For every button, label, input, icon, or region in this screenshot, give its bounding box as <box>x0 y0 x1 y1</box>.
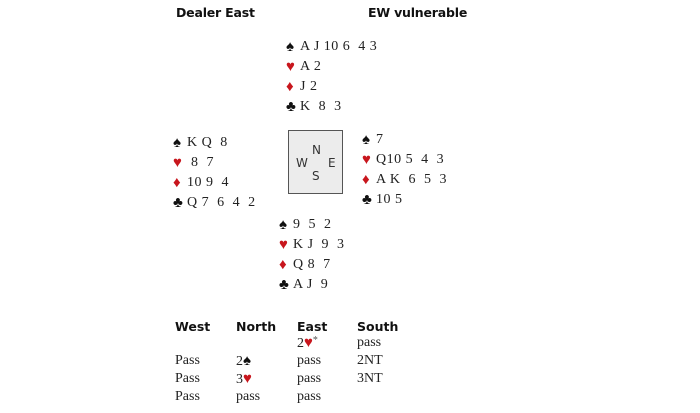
south-diamonds-cards: Q 8 7 <box>293 257 331 272</box>
south-spades: ♠ 9 5 2 <box>279 215 345 235</box>
west-hand: ♠ K Q 8 ♥ 8 7 ♦ 10 9 4 ♣ Q 7 6 4 2 <box>173 133 256 213</box>
bid-west-3: Pass <box>175 371 200 386</box>
north-diamonds: ♦ J 2 <box>286 77 377 97</box>
compass-box: N W E S <box>288 130 343 194</box>
diamond-icon: ♦ <box>286 79 294 95</box>
spade-icon: ♠ <box>286 39 294 55</box>
south-hearts-cards: K J 9 3 <box>293 237 345 252</box>
west-hearts-cards: 8 7 <box>187 155 214 170</box>
auction-header-west: West <box>175 319 211 334</box>
east-spades: ♠7 <box>362 130 447 150</box>
heart-icon: ♥ <box>286 59 295 75</box>
west-spades-cards: K Q 8 <box>187 135 228 150</box>
bid-east-3: pass <box>297 371 322 386</box>
south-clubs-cards: A J 9 <box>293 277 329 292</box>
spade-icon: ♠ <box>362 132 370 148</box>
heart-icon: ♥ <box>304 335 313 351</box>
club-icon: ♣ <box>362 192 372 208</box>
north-clubs-cards: K 8 3 <box>300 99 342 114</box>
east-diamonds: ♦ A K 6 5 3 <box>362 170 447 190</box>
spade-icon: ♠ <box>279 217 287 233</box>
bid-east-1-level: 2 <box>297 336 304 351</box>
bid-north-3: 3♥ <box>236 371 252 388</box>
south-diamonds: ♦ Q 8 7 <box>279 255 345 275</box>
bid-east-4: pass <box>297 389 322 404</box>
diamond-icon: ♦ <box>173 175 181 191</box>
west-clubs: ♣ Q 7 6 4 2 <box>173 193 256 213</box>
north-hearts-cards: A 2 <box>300 59 322 74</box>
east-clubs: ♣ 10 5 <box>362 190 447 210</box>
bid-south-1: pass <box>357 335 382 350</box>
club-icon: ♣ <box>286 99 296 115</box>
bid-west-2: Pass <box>175 353 200 368</box>
east-hand: ♠7 ♥Q10 5 4 3 ♦A K 6 5 3 ♣10 5 <box>362 130 447 210</box>
bid-east-1: 2♥* <box>297 335 318 352</box>
south-clubs: ♣ A J 9 <box>279 275 345 295</box>
bid-north-2-level: 2 <box>236 354 243 369</box>
dealer-label: Dealer East <box>176 5 255 20</box>
compass-west: W <box>296 156 308 170</box>
bid-north-2: 2♠ <box>236 353 251 370</box>
north-diamonds-cards: J 2 <box>300 79 318 94</box>
auction-header-east: East <box>297 319 328 334</box>
east-spades-cards: 7 <box>376 132 384 147</box>
compass-north: N <box>312 143 321 157</box>
auction-header-south: South <box>357 319 399 334</box>
spade-icon: ♠ <box>173 135 181 151</box>
compass-east: E <box>328 156 336 170</box>
east-hearts: ♥ Q10 5 4 3 <box>362 150 447 170</box>
north-clubs: ♣ K 8 3 <box>286 97 377 117</box>
spade-icon: ♠ <box>243 353 251 369</box>
heart-icon: ♥ <box>173 155 182 171</box>
club-icon: ♣ <box>173 195 183 211</box>
north-spades-cards: A J 10 6 4 3 <box>300 39 378 54</box>
heart-icon: ♥ <box>243 371 252 387</box>
heart-icon: ♥ <box>279 237 288 253</box>
compass-south: S <box>312 169 320 183</box>
north-spades: ♠ A J 10 6 4 3 <box>286 37 377 57</box>
bid-south-2: 2NT <box>357 353 383 368</box>
diamond-icon: ♦ <box>362 172 370 188</box>
west-diamonds-cards: 10 9 4 <box>187 175 229 190</box>
bid-north-3-level: 3 <box>236 372 243 387</box>
south-spades-cards: 9 5 2 <box>293 217 332 232</box>
west-diamonds: ♦ 10 9 4 <box>173 173 256 193</box>
north-hearts: ♥ A 2 <box>286 57 377 77</box>
bid-west-4: Pass <box>175 389 200 404</box>
bid-north-4: pass <box>236 389 261 404</box>
diamond-icon: ♦ <box>279 257 287 273</box>
auction-header-north: North <box>236 319 277 334</box>
club-icon: ♣ <box>279 277 289 293</box>
west-clubs-cards: Q 7 6 4 2 <box>187 195 256 210</box>
bid-east-2: pass <box>297 353 322 368</box>
east-hearts-cards: Q10 5 4 3 <box>376 152 445 167</box>
west-spades: ♠ K Q 8 <box>173 133 256 153</box>
east-clubs-cards: 10 5 <box>376 192 403 207</box>
south-hearts: ♥ K J 9 3 <box>279 235 345 255</box>
east-diamonds-cards: A K 6 5 3 <box>376 172 447 187</box>
vulnerability-label: EW vulnerable <box>368 5 468 20</box>
alert-mark: * <box>312 335 318 346</box>
north-hand: ♠ A J 10 6 4 3 ♥ A 2 ♦ J 2 ♣ K 8 3 <box>286 37 377 117</box>
west-hearts: ♥ 8 7 <box>173 153 256 173</box>
south-hand: ♠ 9 5 2 ♥ K J 9 3 ♦ Q 8 7 ♣ A J 9 <box>279 215 345 295</box>
heart-icon: ♥ <box>362 152 371 168</box>
bid-south-3: 3NT <box>357 371 383 386</box>
